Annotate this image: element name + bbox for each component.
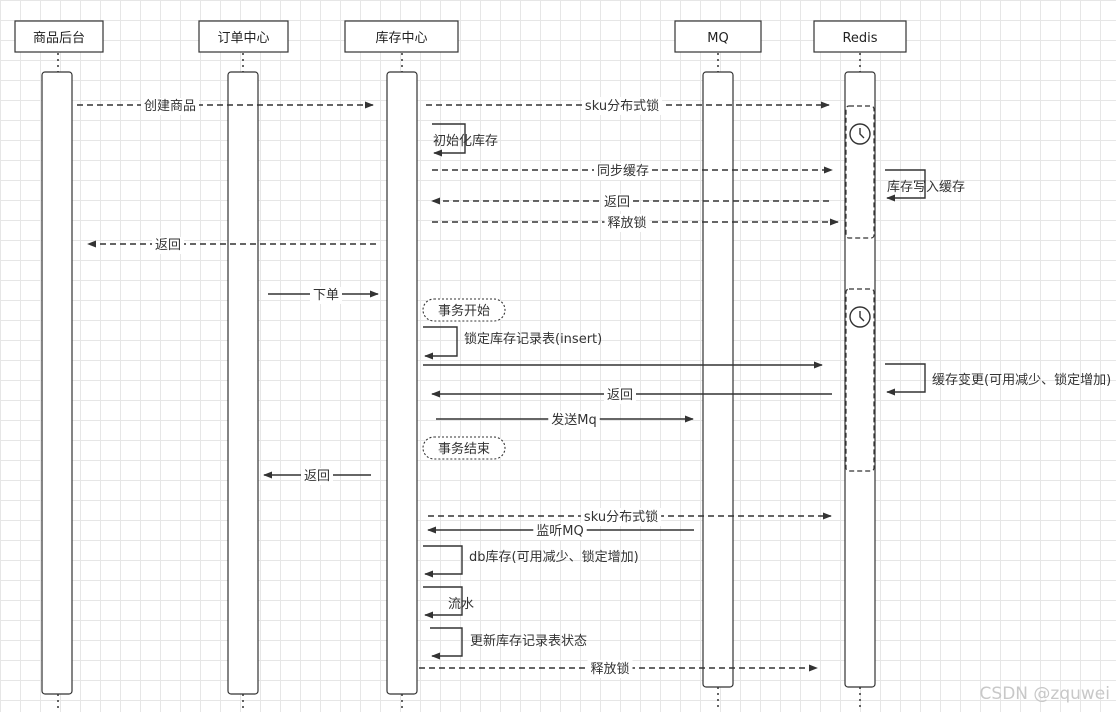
label-background: [604, 214, 650, 232]
message-label: 更新库存记录表状态: [470, 633, 587, 649]
watermark: CSDN @zquwei: [980, 684, 1110, 704]
clock-icon: [849, 306, 871, 328]
participant-box[interactable]: [344, 20, 459, 53]
note-label: 事务开始: [438, 303, 490, 319]
activation-bar: [227, 71, 259, 695]
message-label: 返回: [304, 469, 330, 484]
participant-box[interactable]: [813, 20, 907, 53]
message-label: 释放锁: [607, 215, 646, 231]
message-label: 监听MQ: [536, 524, 583, 539]
activation-bar: [386, 71, 418, 695]
label-background: [300, 468, 334, 485]
note-label: 事务结束: [438, 441, 490, 457]
message-label: 释放锁: [590, 661, 629, 677]
message-label: 流水: [448, 597, 474, 612]
transaction-note: [422, 298, 506, 322]
self-message-arrow: [423, 586, 463, 619]
self-message-arrow: [885, 363, 926, 396]
self-message-arrow: [423, 326, 458, 360]
participant-label: 库存中心: [375, 30, 427, 46]
message-label: 下单: [313, 288, 339, 303]
label-background: [603, 387, 637, 404]
message-label: db库存(可用减少、锁定增加): [469, 549, 639, 565]
participant-label: 商品后台: [33, 31, 85, 46]
message-label: 缓存变更(可用减少、锁定增加): [932, 372, 1111, 388]
label-background: [581, 97, 663, 115]
label-background: [533, 523, 587, 540]
participant-label: 订单中心: [217, 31, 269, 46]
self-message-arrow: [885, 169, 926, 202]
message-label: sku分布式锁: [584, 509, 658, 525]
message-label: 返回: [155, 238, 181, 253]
message-label: 初始化库存: [433, 133, 498, 149]
message-label: 锁定库存记录表(insert): [464, 331, 602, 347]
participant-box[interactable]: [674, 20, 762, 53]
label-background: [587, 660, 633, 678]
message-label: sku分布式锁: [585, 98, 659, 114]
message-label: 库存写入缓存: [887, 179, 965, 195]
label-background: [593, 163, 653, 180]
label-background: [600, 194, 634, 211]
message-label: 返回: [607, 388, 633, 403]
message-label: 返回: [604, 195, 630, 210]
participant-box[interactable]: [198, 20, 289, 53]
activation-bar: [702, 71, 734, 688]
label-background: [309, 287, 343, 304]
lock-frame: [845, 288, 875, 472]
self-message-arrow: [430, 627, 463, 660]
label-background: [140, 98, 200, 115]
message-label: 发送Mq: [551, 412, 596, 428]
self-message-arrow: [423, 545, 463, 578]
self-message-arrow: [432, 123, 466, 157]
label-background: [580, 508, 662, 526]
label-background: [548, 411, 600, 429]
participant-label: Redis: [842, 31, 877, 46]
participant-label: MQ: [707, 31, 728, 46]
message-label: 创建商品: [144, 99, 196, 114]
transaction-note: [422, 436, 506, 460]
activation-bar: [41, 71, 73, 695]
label-background: [151, 237, 185, 254]
clock-icon: [849, 123, 871, 145]
message-label: 同步缓存: [597, 164, 649, 179]
participant-box[interactable]: [14, 20, 104, 53]
